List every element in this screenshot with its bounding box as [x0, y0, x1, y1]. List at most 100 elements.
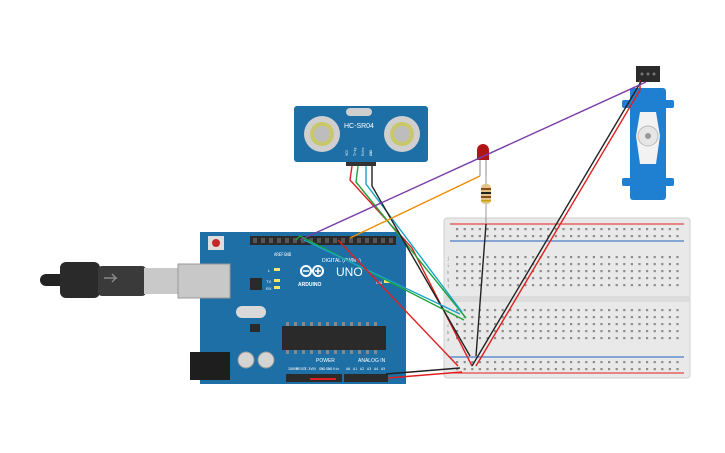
breadboard-hole[interactable] [608, 309, 611, 312]
breadboard-hole[interactable] [539, 316, 542, 319]
breadboard-hole[interactable] [532, 235, 535, 238]
breadboard-hole[interactable] [623, 277, 626, 280]
breadboard-hole[interactable] [577, 284, 580, 287]
breadboard-hole[interactable] [585, 368, 588, 371]
breadboard-hole[interactable] [463, 263, 466, 266]
breadboard-hole[interactable] [608, 330, 611, 333]
breadboard-hole[interactable] [630, 235, 633, 238]
wire-arduino-5v-rail[interactable] [387, 371, 463, 379]
breadboard-hole[interactable] [592, 316, 595, 319]
breadboard-hole[interactable] [471, 368, 474, 371]
breadboard-hole[interactable] [608, 337, 611, 340]
breadboard-hole[interactable] [600, 368, 603, 371]
wire-echo-pin[interactable] [303, 239, 461, 315]
breadboard-hole[interactable] [668, 256, 671, 259]
breadboard-hole[interactable] [585, 256, 588, 259]
breadboard-hole[interactable] [630, 270, 633, 273]
breadboard-hole[interactable] [516, 330, 519, 333]
breadboard-hole[interactable] [463, 277, 466, 280]
breadboard-hole[interactable] [501, 277, 504, 280]
breadboard-hole[interactable] [630, 361, 633, 364]
breadboard-hole[interactable] [570, 330, 573, 333]
breadboard-hole[interactable] [494, 330, 497, 333]
breadboard-hole[interactable] [532, 330, 535, 333]
wire-sensor-gnd[interactable] [371, 166, 471, 357]
breadboard-hole[interactable] [486, 309, 489, 312]
breadboard-hole[interactable] [494, 256, 497, 259]
breadboard-hole[interactable] [570, 337, 573, 340]
breadboard-hole[interactable] [600, 309, 603, 312]
breadboard-hole[interactable] [668, 330, 671, 333]
breadboard-hole[interactable] [646, 256, 649, 259]
breadboard-hole[interactable] [562, 337, 565, 340]
breadboard-hole[interactable] [478, 277, 481, 280]
breadboard-hole[interactable] [668, 337, 671, 340]
breadboard-hole[interactable] [646, 277, 649, 280]
breadboard-hole[interactable] [532, 228, 535, 231]
breadboard-hole[interactable] [653, 270, 656, 273]
breadboard-hole[interactable] [539, 330, 542, 333]
breadboard-hole[interactable] [562, 263, 565, 266]
breadboard-hole[interactable] [486, 256, 489, 259]
breadboard-hole[interactable] [600, 270, 603, 273]
breadboard-hole[interactable] [456, 263, 459, 266]
breadboard-hole[interactable] [577, 368, 580, 371]
breadboard-hole[interactable] [471, 256, 474, 259]
red-led[interactable] [477, 144, 489, 176]
breadboard-hole[interactable] [478, 361, 481, 364]
breadboard-hole[interactable] [463, 256, 466, 259]
breadboard-hole[interactable] [592, 368, 595, 371]
breadboard-hole[interactable] [524, 277, 527, 280]
breadboard-hole[interactable] [623, 235, 626, 238]
breadboard-hole[interactable] [486, 368, 489, 371]
breadboard-hole[interactable] [471, 277, 474, 280]
breadboard-hole[interactable] [653, 337, 656, 340]
breadboard-hole[interactable] [676, 368, 679, 371]
breadboard-hole[interactable] [486, 323, 489, 326]
breadboard-hole[interactable] [509, 316, 512, 319]
breadboard-hole[interactable] [516, 323, 519, 326]
breadboard-hole[interactable] [570, 323, 573, 326]
breadboard-hole[interactable] [562, 228, 565, 231]
breadboard-hole[interactable] [471, 263, 474, 266]
breadboard-hole[interactable] [638, 263, 641, 266]
breadboard-hole[interactable] [661, 277, 664, 280]
breadboard-hole[interactable] [509, 368, 512, 371]
breadboard-hole[interactable] [456, 270, 459, 273]
breadboard-hole[interactable] [623, 361, 626, 364]
breadboard-hole[interactable] [562, 330, 565, 333]
breadboard-hole[interactable] [509, 309, 512, 312]
wire-arduino-5v[interactable] [337, 239, 459, 367]
breadboard-hole[interactable] [653, 361, 656, 364]
wires[interactable] [295, 79, 647, 380]
breadboard-hole[interactable] [456, 256, 459, 259]
breadboard-hole[interactable] [638, 330, 641, 333]
breadboard-hole[interactable] [608, 361, 611, 364]
breadboard-hole[interactable] [630, 337, 633, 340]
breadboard-hole[interactable] [592, 277, 595, 280]
breadboard-hole[interactable] [653, 284, 656, 287]
breadboard-hole[interactable] [676, 235, 679, 238]
breadboard-hole[interactable] [539, 361, 542, 364]
breadboard-hole[interactable] [638, 270, 641, 273]
breadboard-hole[interactable] [554, 316, 557, 319]
breadboard-hole[interactable] [638, 337, 641, 340]
sensor-header[interactable] [346, 162, 376, 166]
breadboard-hole[interactable] [501, 228, 504, 231]
breadboard-hole[interactable] [623, 228, 626, 231]
breadboard-hole[interactable] [509, 256, 512, 259]
breadboard-hole[interactable] [615, 323, 618, 326]
breadboard-hole[interactable] [600, 316, 603, 319]
breadboard-hole[interactable] [585, 316, 588, 319]
breadboard-hole[interactable] [524, 235, 527, 238]
breadboard-hole[interactable] [478, 337, 481, 340]
breadboard-hole[interactable] [615, 361, 618, 364]
breadboard-hole[interactable] [600, 228, 603, 231]
breadboard-hole[interactable] [478, 270, 481, 273]
resistor[interactable] [481, 176, 491, 224]
breadboard-hole[interactable] [592, 228, 595, 231]
breadboard-hole[interactable] [471, 309, 474, 312]
breadboard-hole[interactable] [661, 256, 664, 259]
breadboard-hole[interactable] [516, 284, 519, 287]
breadboard-hole[interactable] [570, 309, 573, 312]
